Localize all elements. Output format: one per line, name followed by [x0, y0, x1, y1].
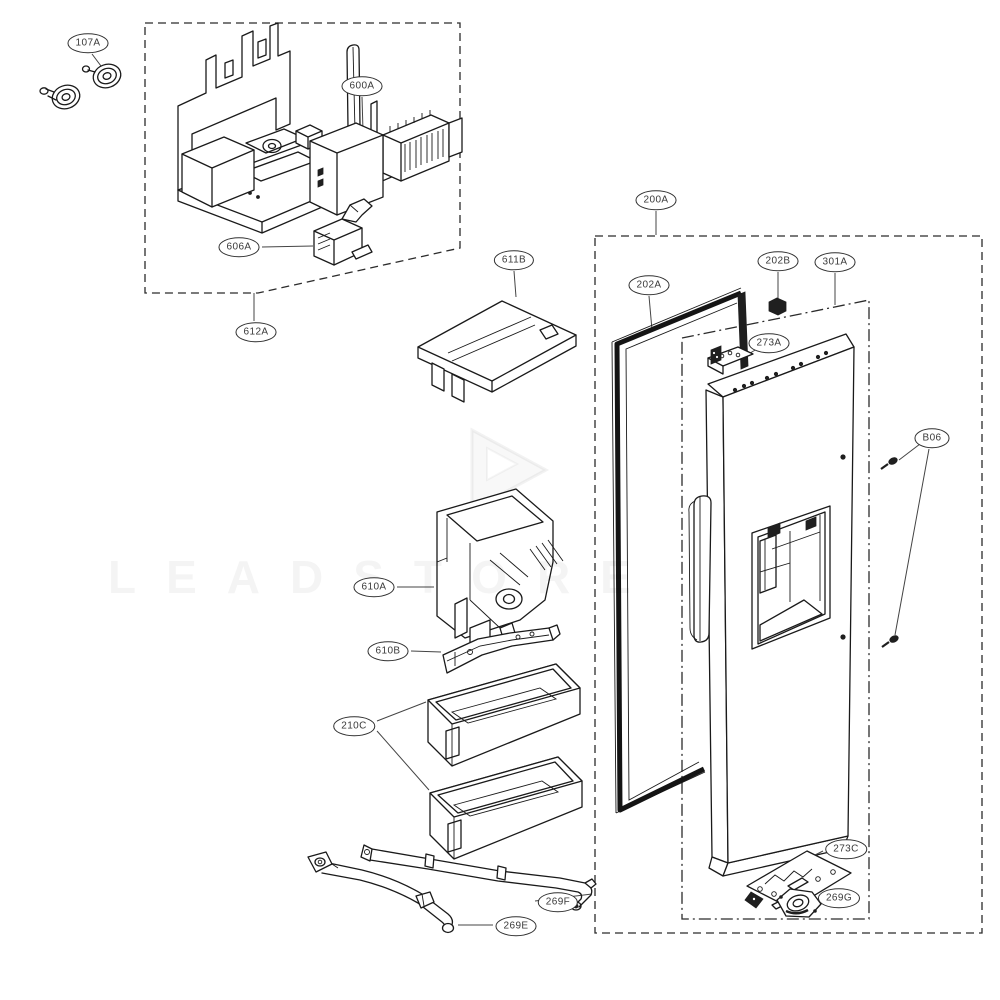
callout-269G: 269G: [817, 888, 861, 908]
door-top-screw-holes: [732, 350, 829, 393]
callout-210C: 210C: [333, 716, 375, 736]
door-panel-box: [681, 273, 870, 920]
callout-610B: 610B: [367, 641, 409, 661]
icemaker-mounting-bracket: [177, 22, 425, 234]
callout-107A: 107A: [67, 33, 109, 53]
callout-301A: 301A: [814, 252, 856, 272]
dispenser-recess: [751, 505, 831, 650]
icemaker-unit: [309, 96, 463, 216]
callout-600A: 600A: [341, 76, 383, 96]
door-rollers: [39, 53, 122, 110]
door-stopper: [768, 272, 787, 316]
callout-610A: 610A: [353, 577, 395, 597]
callout-611B: 611B: [493, 250, 535, 270]
callout-273C: 273C: [825, 839, 867, 859]
door-handle: [688, 495, 712, 643]
top-hinge-bracket: [707, 291, 758, 375]
callout-612A: 612A: [235, 322, 277, 342]
wire-connector: [261, 198, 373, 266]
callout-269F: 269F: [537, 892, 579, 912]
callout-606A: 606A: [218, 237, 260, 257]
callout-200A: 200A: [635, 190, 677, 210]
icemaker-assembly-box: [144, 22, 461, 321]
door-bin-lower: [429, 756, 583, 860]
callout-202A: 202A: [628, 275, 670, 295]
freezer-door: [705, 333, 855, 877]
water-tube-lower: [307, 851, 493, 934]
door-bin-upper: [427, 663, 581, 767]
door-bins: [376, 663, 583, 860]
callout-B06: B06: [914, 428, 950, 448]
callout-202B: 202B: [757, 251, 799, 271]
icemaker-cover: [417, 270, 577, 403]
door-assembly-box: [594, 211, 983, 934]
callout-269E: 269E: [495, 916, 537, 936]
door-screws: [880, 443, 930, 648]
watermark-logo-icon: [470, 427, 550, 513]
bucket-support-bracket: [410, 624, 561, 674]
ice-bucket: [397, 488, 564, 651]
callout-273A: 273A: [748, 333, 790, 353]
